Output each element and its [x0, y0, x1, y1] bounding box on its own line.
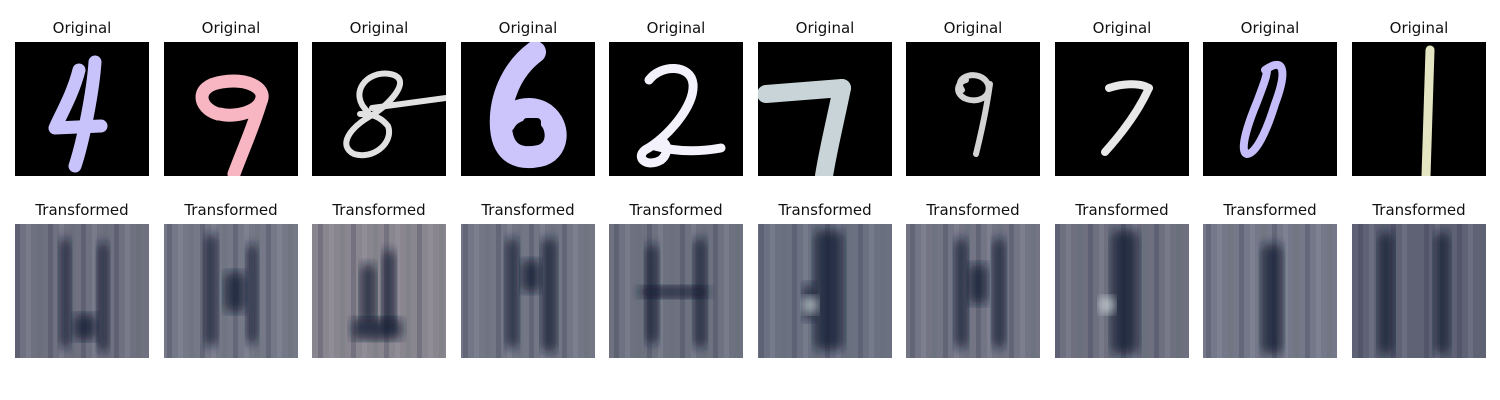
dark-feature [360, 264, 376, 324]
transformed-8-title: Transformed [1223, 201, 1317, 219]
original-1-title: Original [201, 19, 261, 37]
transformed-3-image [461, 224, 595, 358]
transformed-7-title: Transformed [1075, 201, 1169, 219]
transformed-1-title: Transformed [184, 201, 278, 219]
dark-feature [382, 250, 396, 330]
original-7-title: Original [1092, 19, 1152, 37]
transformed-6-image [906, 224, 1040, 358]
transformed-2-image [312, 224, 446, 358]
digit-stroke [955, 72, 992, 104]
original-3-title: Original [498, 19, 558, 37]
original-7-image [1055, 42, 1189, 176]
dark-feature [521, 260, 541, 292]
original-9-title: Original [1389, 19, 1449, 37]
transformed-1-image [164, 224, 298, 358]
digit-stroke [1239, 61, 1287, 158]
digit-stroke [227, 91, 269, 176]
original-0-image [15, 42, 149, 176]
digit-stroke [636, 64, 698, 168]
dark-feature [352, 318, 402, 340]
original-8-title: Original [1240, 19, 1300, 37]
digit-stroke [369, 95, 446, 111]
digit-stroke [758, 79, 851, 103]
dark-feature [246, 244, 258, 344]
dark-feature [541, 238, 557, 352]
original-4-title: Original [646, 19, 706, 37]
original-3-image [461, 42, 595, 176]
transformed-0-title: Transformed [35, 201, 129, 219]
original-6-title: Original [943, 19, 1003, 37]
dark-feature [1261, 244, 1283, 354]
transformed-3-title: Transformed [481, 201, 575, 219]
dark-feature [1111, 230, 1139, 354]
dark-feature [1434, 232, 1450, 354]
digit-stroke [1105, 80, 1153, 92]
original-8-image [1203, 42, 1337, 176]
dark-feature [814, 230, 844, 350]
dark-feature [968, 264, 988, 304]
digit-stroke [650, 141, 726, 156]
original-6-image [906, 42, 1040, 176]
original-2-image [312, 42, 446, 176]
transformed-7-image [1055, 224, 1189, 358]
digit-stroke [68, 55, 102, 173]
dark-feature [992, 238, 1006, 348]
light-feature [802, 296, 818, 314]
transformed-9-title: Transformed [1372, 201, 1466, 219]
original-1-image [164, 42, 298, 176]
transformed-5-image [758, 224, 892, 358]
digit-stroke [48, 63, 108, 135]
transformed-5-title: Transformed [778, 201, 872, 219]
transformed-2-title: Transformed [332, 201, 426, 219]
digit-stroke [195, 74, 269, 122]
dark-feature [1378, 232, 1394, 354]
digit-stroke [973, 81, 993, 157]
transformed-0-image [15, 224, 149, 358]
dark-feature [59, 238, 71, 348]
transformed-8-image [1203, 224, 1337, 358]
original-0-title: Original [52, 19, 112, 37]
transformed-9-image [1352, 224, 1486, 358]
digit-stroke [343, 70, 403, 159]
dark-feature [639, 286, 709, 298]
original-5-title: Original [795, 19, 855, 37]
dark-feature [954, 238, 968, 348]
original-9-image [1352, 42, 1486, 176]
digit-stroke [1421, 45, 1435, 176]
original-4-image [609, 42, 743, 176]
dark-feature [73, 314, 97, 340]
digit-stroke [489, 42, 567, 169]
digit-stroke [815, 79, 851, 176]
dark-feature [97, 242, 109, 352]
original-2-title: Original [349, 19, 409, 37]
transformed-4-image [609, 224, 743, 358]
dark-feature [224, 272, 246, 312]
transformed-6-title: Transformed [926, 201, 1020, 219]
light-feature [1099, 296, 1115, 314]
transformed-4-title: Transformed [629, 201, 723, 219]
dark-feature [204, 234, 218, 346]
dark-feature [505, 238, 519, 348]
original-5-image [758, 42, 892, 176]
digit-stroke [1101, 84, 1153, 156]
